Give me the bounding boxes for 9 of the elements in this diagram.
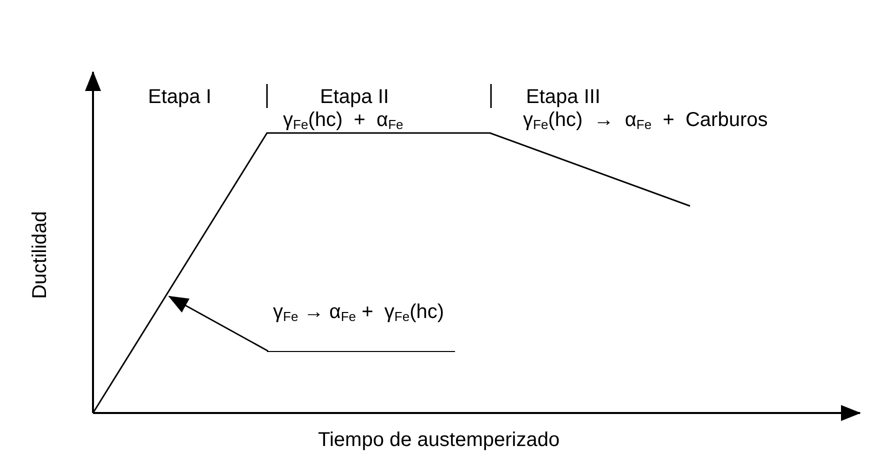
stage-label: Etapa III [526, 85, 600, 109]
stage-label: Etapa I [148, 85, 212, 109]
phase-equation: γ$_{Fe}$(hc) → α$_{Fe}$ + Carburos [523, 108, 768, 134]
leader-arrow [168, 296, 268, 352]
stage-label: Etapa II [320, 85, 389, 109]
ductility-curve [92, 132, 690, 414]
phase-equation: γ$_{Fe}$(hc) + α$_{Fe}$ [283, 108, 404, 134]
axis-title: Tiempo de austemperizado [318, 428, 560, 452]
axis-title: Ductilidad [28, 211, 52, 299]
